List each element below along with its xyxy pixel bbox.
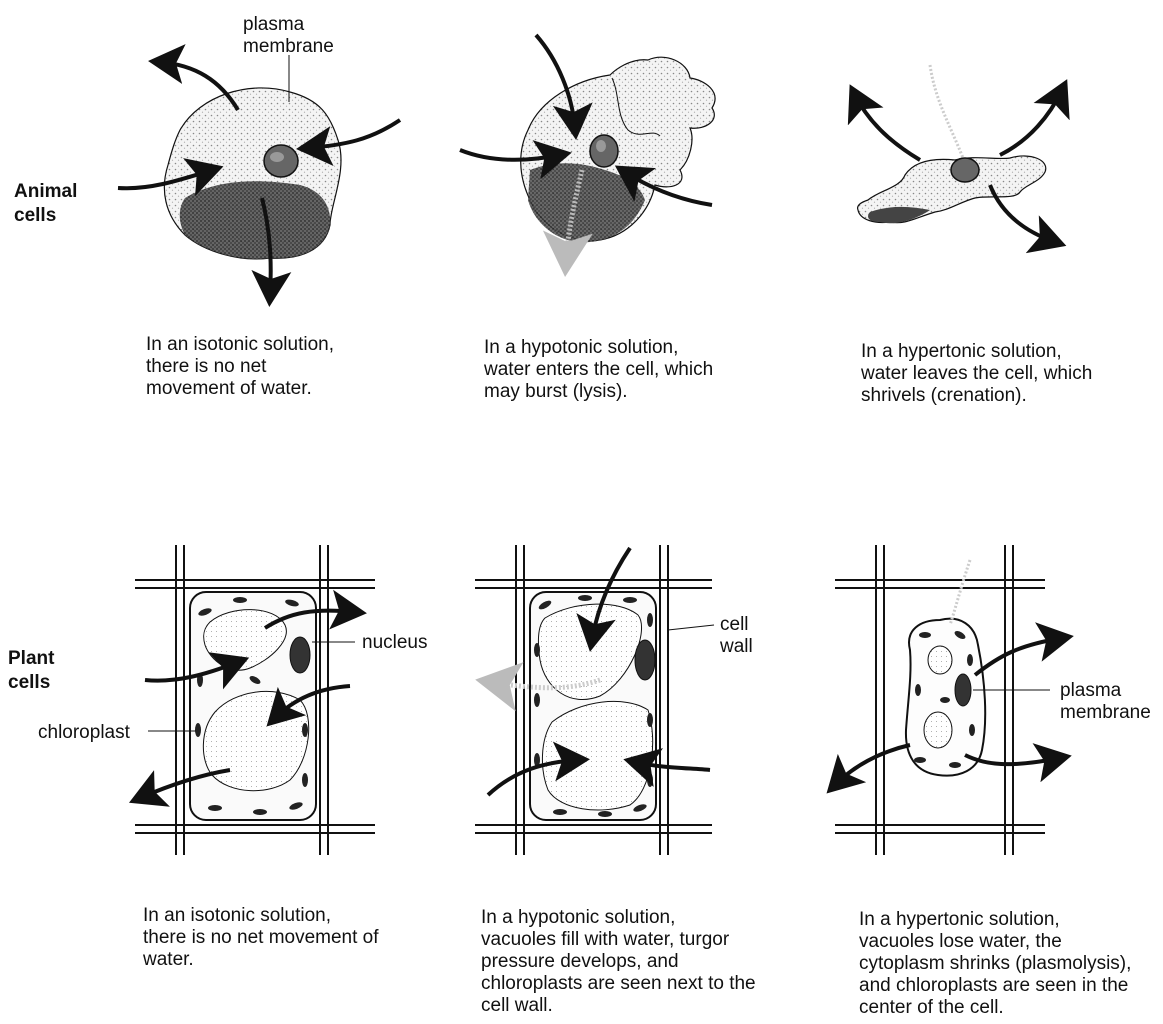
caption-line: water enters the cell, which xyxy=(484,359,713,381)
caption-line: In a hypotonic solution, xyxy=(481,907,756,929)
label-plasma-membrane-animal-line2: membrane xyxy=(243,36,334,58)
row-label-animal-line2: cells xyxy=(14,204,77,228)
animal-cell-hypotonic xyxy=(460,35,715,262)
caption-line: may burst (lysis). xyxy=(484,381,713,403)
caption-line: there is no net movement of xyxy=(143,927,379,949)
caption-line: In an isotonic solution, xyxy=(143,905,379,927)
caption-line: shrivels (crenation). xyxy=(861,385,1092,407)
label-plasma-membrane-plant-line1: plasma xyxy=(1060,680,1151,702)
row-label-plant: Plant cells xyxy=(8,647,54,695)
caption-line: vacuoles lose water, the xyxy=(859,931,1131,953)
animal-cell-isotonic xyxy=(118,55,400,295)
caption-animal-hypertonic: In a hypertonic solution, water leaves t… xyxy=(861,341,1092,407)
caption-line: pressure develops, and xyxy=(481,951,756,973)
caption-line: water. xyxy=(143,949,379,971)
label-cell-wall-line1: cell xyxy=(720,614,753,636)
caption-plant-hypotonic: In a hypotonic solution, vacuoles fill w… xyxy=(481,907,756,1017)
caption-line: In a hypotonic solution, xyxy=(484,337,713,359)
caption-line: movement of water. xyxy=(146,378,334,400)
plant-cell-isotonic xyxy=(135,545,375,855)
caption-animal-isotonic: In an isotonic solution, there is no net… xyxy=(146,334,334,400)
caption-line: cell wall. xyxy=(481,995,756,1017)
caption-line: chloroplasts are seen next to the xyxy=(481,973,756,995)
label-nucleus: nucleus xyxy=(362,632,428,654)
caption-line: In an isotonic solution, xyxy=(146,334,334,356)
caption-line: and chloroplasts are seen in the xyxy=(859,975,1131,997)
label-cell-wall: cell wall xyxy=(720,614,753,658)
label-cell-wall-line2: wall xyxy=(720,636,753,658)
plant-cell-hypertonic xyxy=(835,545,1062,855)
row-label-plant-line1: Plant xyxy=(8,647,54,671)
caption-line: water leaves the cell, which xyxy=(861,363,1092,385)
label-plasma-membrane-plant: plasma membrane xyxy=(1060,680,1151,724)
row-label-animal: Animal cells xyxy=(14,180,77,228)
caption-line: there is no net xyxy=(146,356,334,378)
caption-line: In a hypertonic solution, xyxy=(859,909,1131,931)
caption-line: center of the cell. xyxy=(859,997,1131,1019)
animal-cell-hypertonic xyxy=(855,65,1062,242)
plant-cell-hypotonic xyxy=(475,545,714,855)
label-plasma-membrane-animal: plasma membrane xyxy=(243,14,334,58)
caption-plant-hypertonic: In a hypertonic solution, vacuoles lose … xyxy=(859,909,1131,1019)
caption-line: In a hypertonic solution, xyxy=(861,341,1092,363)
row-label-plant-line2: cells xyxy=(8,671,54,695)
caption-animal-hypotonic: In a hypotonic solution, water enters th… xyxy=(484,337,713,403)
label-chloroplast: chloroplast xyxy=(38,722,130,744)
label-plasma-membrane-animal-line1: plasma xyxy=(243,14,334,36)
label-plasma-membrane-plant-line2: membrane xyxy=(1060,702,1151,724)
caption-plant-isotonic: In an isotonic solution, there is no net… xyxy=(143,905,379,971)
caption-line: cytoplasm shrinks (plasmolysis), xyxy=(859,953,1131,975)
caption-line: vacuoles fill with water, turgor xyxy=(481,929,756,951)
row-label-animal-line1: Animal xyxy=(14,180,77,204)
